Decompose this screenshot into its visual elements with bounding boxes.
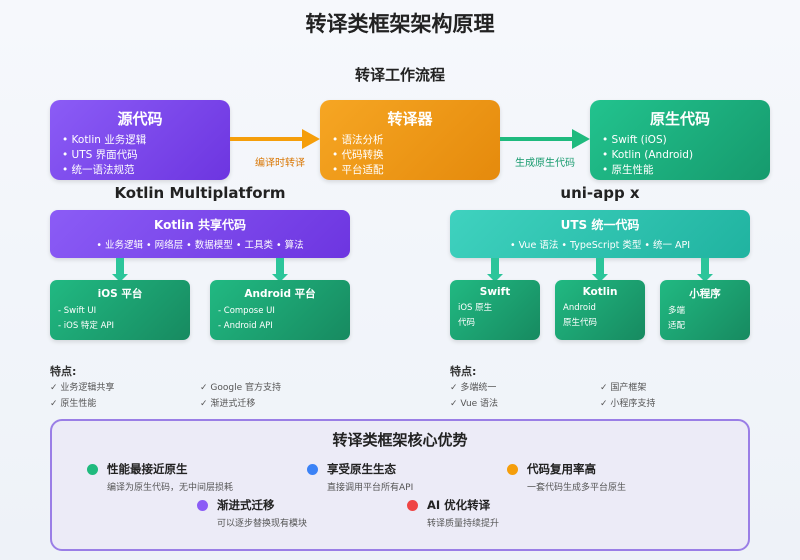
advantages-panel: 转译类框架核心优势 性能最接近原生 编译为原生代码，无中间层损耗 享受原生生态 …	[50, 419, 750, 551]
transpiler-item: 语法分析	[332, 133, 488, 148]
kmp-features-title: 特点:	[50, 365, 77, 378]
advantage-desc: 转译质量持续提升	[427, 519, 500, 529]
kmp-feature: ✓ 渐进式迁移	[200, 399, 256, 409]
platform-item: iOS 原生	[458, 303, 493, 313]
platform-title: iOS 平台	[97, 288, 143, 300]
uniapp-feature: ✓ 小程序支持	[600, 399, 656, 409]
transpiler-item: 代码转换	[332, 148, 488, 163]
platform-item: 代码	[458, 318, 476, 328]
platform-item: - Compose UI	[218, 306, 275, 316]
platform-title: Kotlin	[582, 286, 618, 298]
kmp-android-platform: Android 平台 - Compose UI - Android API	[210, 280, 350, 340]
uniapp-miniapp-platform: 小程序 多端 适配	[660, 280, 750, 340]
uniapp-swift-platform: Swift iOS 原生 代码	[450, 280, 540, 340]
advantage-dot-icon	[197, 500, 208, 511]
native-item: Swift (iOS)	[602, 133, 758, 148]
kmp-ios-platform: iOS 平台 - Swift UI - iOS 特定 API	[50, 280, 190, 340]
kmp-feature: ✓ Google 官方支持	[200, 383, 282, 393]
compile-arrow-label: 编译时转译	[255, 158, 305, 169]
compile-arrow	[230, 129, 320, 149]
advantage-dot-icon	[407, 500, 418, 511]
uniapp-feature: ✓ Vue 语法	[450, 399, 499, 409]
advantage-title: 性能最接近原生	[107, 462, 188, 476]
kmp-connector-android	[272, 258, 288, 282]
uniapp-kotlin-platform: Kotlin Android 原生代码	[555, 280, 645, 340]
platform-item: 多端	[668, 306, 686, 316]
kmp-feature: ✓ 原生性能	[50, 399, 97, 409]
advantage-dot-icon	[507, 464, 518, 475]
advantage-title: 享受原生生态	[327, 462, 396, 476]
native-code-box: 原生代码 Swift (iOS) Kotlin (Android) 原生性能	[590, 100, 770, 180]
advantage-desc: 直接调用平台所有API	[327, 483, 414, 493]
uniapp-shared-sub: • Vue 语法 • TypeScript 类型 • 统一 API	[509, 240, 691, 251]
source-code-box: 源代码 Kotlin 业务逻辑 UTS 界面代码 统一语法规范	[50, 100, 230, 180]
transpiler-title: 转译器	[387, 110, 433, 128]
page-title: 转译类框架架构原理	[305, 12, 495, 36]
advantage-dot-icon	[87, 464, 98, 475]
advantage-dot-icon	[307, 464, 318, 475]
advantage-title: AI 优化转译	[427, 498, 491, 512]
uniapp-connector-swift	[487, 258, 503, 282]
advantages-title: 转译类框架核心优势	[332, 431, 468, 449]
platform-item: - Android API	[218, 321, 273, 331]
native-item: 原生性能	[602, 163, 758, 178]
platform-title: Android 平台	[244, 288, 316, 300]
transpiler-box: 转译器 语法分析 代码转换 平台适配	[320, 100, 500, 180]
kmp-shared-title: Kotlin 共享代码	[153, 218, 247, 232]
uniapp-features-title: 特点:	[450, 365, 477, 378]
uniapp-feature: ✓ 国产框架	[600, 383, 647, 393]
source-item: Kotlin 业务逻辑	[62, 133, 218, 148]
kmp-feature: ✓ 业务逻辑共享	[50, 383, 115, 393]
kmp-connector-ios	[112, 258, 128, 282]
kmp-title: Kotlin Multiplatform	[114, 184, 286, 202]
uniapp-shared-box: UTS 统一代码 • Vue 语法 • TypeScript 类型 • 统一 A…	[450, 210, 750, 258]
platform-title: 小程序	[689, 288, 721, 300]
advantage-desc: 一套代码生成多平台原生	[527, 483, 627, 493]
advantage-desc: 编译为原生代码，无中间层损耗	[107, 483, 234, 493]
native-code-title: 原生代码	[649, 110, 710, 128]
source-code-title: 源代码	[117, 110, 163, 128]
generate-arrow-label: 生成原生代码	[515, 158, 575, 169]
kmp-shared-sub: • 业务逻辑 • 网络层 • 数据模型 • 工具类 • 算法	[96, 240, 304, 251]
source-item: UTS 界面代码	[62, 148, 218, 163]
advantage-desc: 可以逐步替换现有模块	[217, 519, 308, 529]
flow-subtitle: 转译工作流程	[354, 66, 445, 84]
platform-item: - Swift UI	[58, 306, 97, 316]
platform-item: - iOS 特定 API	[58, 321, 115, 331]
advantage-title: 代码复用率高	[527, 462, 596, 476]
kmp-shared-box: Kotlin 共享代码 • 业务逻辑 • 网络层 • 数据模型 • 工具类 • …	[50, 210, 350, 258]
platform-item: 适配	[668, 321, 686, 331]
uniapp-shared-title: UTS 统一代码	[560, 218, 640, 232]
advantage-title: 渐进式迁移	[217, 498, 275, 512]
transpiler-item: 平台适配	[332, 163, 488, 178]
native-item: Kotlin (Android)	[602, 148, 758, 163]
source-item: 统一语法规范	[62, 163, 218, 178]
uniapp-feature: ✓ 多端统一	[450, 383, 497, 393]
platform-item: 原生代码	[563, 318, 598, 328]
uniapp-connector-kotlin	[592, 258, 608, 282]
generate-arrow	[500, 129, 590, 149]
platform-item: Android	[563, 303, 596, 313]
uniapp-title: uni-app x	[560, 184, 640, 202]
uniapp-connector-miniapp	[697, 258, 713, 282]
platform-title: Swift	[479, 286, 511, 298]
